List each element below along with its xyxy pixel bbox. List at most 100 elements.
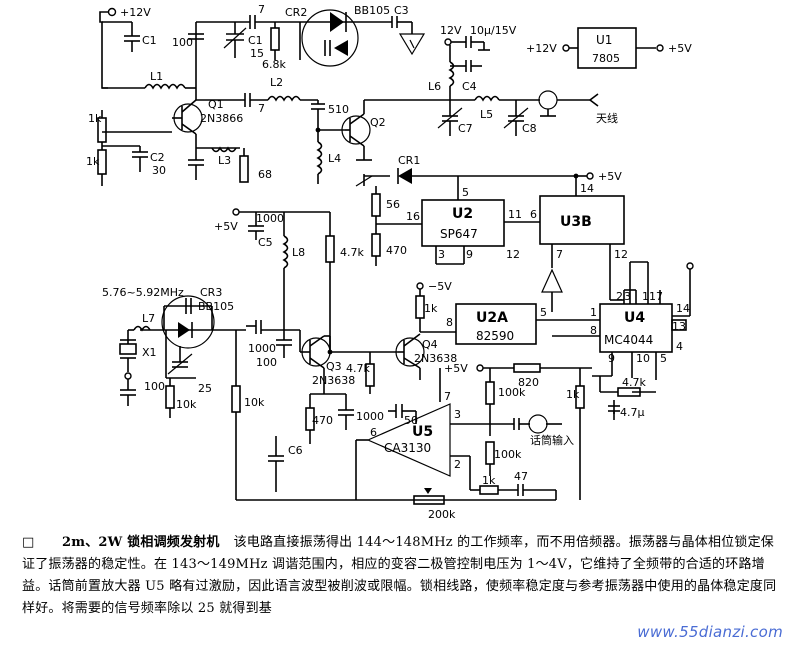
r-47k-b-label: 4.7k xyxy=(346,362,370,375)
r-470-b-label: 470 xyxy=(312,414,333,427)
q4-type-label: 2N3638 xyxy=(414,352,457,365)
minus5v-label: −5V xyxy=(428,280,452,293)
c-7-mid-label: 7 xyxy=(258,102,265,115)
c1b-val-label: 15 xyxy=(250,47,264,60)
c-100-label: 100 xyxy=(172,36,193,49)
c-1000-a-label: 1000 xyxy=(256,212,284,225)
pin-14-label: 14 xyxy=(580,182,594,195)
pin-3c-label: 3 xyxy=(454,408,461,421)
plus5v-u1-label: +5V xyxy=(668,42,692,55)
q3-type-label: 2N3638 xyxy=(312,374,355,387)
r-470-a-label: 470 xyxy=(386,244,407,257)
l2-label: L2 xyxy=(270,76,283,89)
c7-label: C7 xyxy=(458,122,473,135)
r-1k-b-label: 1k xyxy=(86,155,100,168)
l5-label: L5 xyxy=(480,108,493,121)
pin-12-label: 12 xyxy=(506,248,520,261)
pin-8a-label: 8 xyxy=(446,316,453,329)
pin-4-label: 4 xyxy=(676,340,683,353)
l7-label: L7 xyxy=(142,312,155,325)
antenna-label: 天线 xyxy=(596,111,618,125)
x1-label: X1 xyxy=(142,346,157,359)
cr1-label: CR1 xyxy=(398,154,420,167)
u1-label: U1 xyxy=(596,33,612,47)
u1-regulator-section: +12V U1 7805 +5V xyxy=(526,27,692,69)
caption-title: 2m、2W 锁相调频发射机 xyxy=(62,535,220,550)
circuit-schematic: +12V C1 L1 100 7 C1 15 6.8k CR2 1k xyxy=(86,3,694,521)
u4-type-label: MC4044 xyxy=(604,333,653,347)
v12-label: 12V xyxy=(440,24,462,37)
u2a-type-label: 82590 xyxy=(476,329,514,343)
q2-label: Q2 xyxy=(370,116,386,129)
plus12v-u1-label: +12V xyxy=(526,42,557,55)
caption-body: 该电路直接振荡得出 144～148MHz 的工作频率，而不用倍频器。振荡器与晶体… xyxy=(22,535,777,616)
pin-13-label: 13 xyxy=(672,320,686,333)
cr3-label: CR3 xyxy=(200,286,222,299)
l8-label: L8 xyxy=(292,246,305,259)
c-100-c-label: 100 xyxy=(256,356,277,369)
c-25-label: 25 xyxy=(198,382,212,395)
pin-3b-label: 3 xyxy=(624,290,631,303)
pin-11-label: 11 xyxy=(508,208,522,221)
cr2-varactor-section: BB105 C3 xyxy=(299,4,426,67)
c-510-label: 510 xyxy=(328,103,349,116)
c-7-top-label: 7 xyxy=(258,3,265,16)
l3-label: L3 xyxy=(218,154,231,167)
u2-prescaler-section: CR1 +5V 5 56 470 16 U2 SP647 3 9 12 11 6… xyxy=(355,154,628,312)
u4-phase-detector-section: U4 MC4044 8 2 3 11 7 14 13 4 9 10 5 4.7k xyxy=(552,261,694,420)
pin-10-label: 10 xyxy=(636,352,650,365)
u2a-label: U2A xyxy=(476,310,508,326)
r-1k-a-label: 1k xyxy=(88,112,102,125)
plus12v-top-label: +12V xyxy=(120,6,151,19)
c3-label: C3 xyxy=(394,4,409,17)
site-watermark: www.55dianzi.com xyxy=(637,623,783,641)
figure-caption: □ 2m、2W 锁相调频发射机该电路直接振荡得出 144～148MHz 的工作频率… xyxy=(22,532,782,620)
u2-type-label: SP647 xyxy=(440,227,478,241)
q1-type-label: 2N3866 xyxy=(200,112,243,125)
pin-5c-label: 5 xyxy=(660,352,667,365)
bb105-mid-label: BB105 xyxy=(198,300,234,313)
c2-label: C2 xyxy=(150,151,165,164)
pin-9-label: 9 xyxy=(466,248,473,261)
u2-label: U2 xyxy=(452,206,473,222)
reference-oscillator-section: +5V 1000 C5 L8 4.7k 5.76~5.92MHz CR3 BB1… xyxy=(102,208,414,501)
r-68k-label: 6.8k xyxy=(262,58,286,71)
u4-label: U4 xyxy=(624,310,645,326)
pin-7-label: 7 xyxy=(556,248,563,261)
pin-7c-label: 7 xyxy=(444,390,451,403)
pin-6c-label: 6 xyxy=(370,426,377,439)
r-1k-c-label: 1k xyxy=(424,302,438,315)
r-820-label: 820 xyxy=(518,376,539,389)
c-47-label: 47 xyxy=(514,470,528,483)
caption-lead-mark: □ xyxy=(22,535,35,550)
l1-label: L1 xyxy=(150,70,163,83)
pin-12b-label: 12 xyxy=(614,248,628,261)
r-68-label: 68 xyxy=(258,168,272,181)
r-10k-b-label: 10k xyxy=(244,396,265,409)
r-1k-e-label: 1k xyxy=(482,474,496,487)
r-1k-d-label: 1k xyxy=(566,388,580,401)
plus5v-u2-label: +5V xyxy=(598,170,622,183)
q4-label: Q4 xyxy=(422,338,438,351)
pin-8b-label: 8 xyxy=(590,324,597,337)
u1-type-label: 7805 xyxy=(592,52,620,65)
pin-2c-label: 2 xyxy=(454,458,461,471)
output-tank-section: 12V 10μ/15V L6 C4 L5 C7 C8 xyxy=(428,24,618,136)
pin-5b-label: 5 xyxy=(540,306,547,319)
r-47k-c-label: 4.7k xyxy=(622,376,646,389)
q1-oscillator-section: +12V C1 L1 100 7 C1 15 6.8k CR2 1k xyxy=(86,3,318,186)
cr2-label: CR2 xyxy=(285,6,307,19)
r-100k-b-label: 100k xyxy=(494,448,522,461)
c2-val-label: 30 xyxy=(152,164,166,177)
bb105-top-label: BB105 xyxy=(354,4,390,17)
c4-label: C4 xyxy=(462,80,477,93)
u5-mic-preamp-section: +5V 820 1k 100k 100k 7 50 U5 CA3130 3 话筒 xyxy=(355,362,592,521)
c6-label: C6 xyxy=(288,444,303,457)
c8-label: C8 xyxy=(522,122,537,135)
u5-type-label: CA3130 xyxy=(384,441,431,455)
pin-9b-label: 9 xyxy=(608,352,615,365)
pin-14b-label: 14 xyxy=(676,302,690,315)
mic-in-label: 话筒输入 xyxy=(530,433,574,447)
pin-6-label: 6 xyxy=(530,208,537,221)
l4-label: L4 xyxy=(328,152,341,165)
